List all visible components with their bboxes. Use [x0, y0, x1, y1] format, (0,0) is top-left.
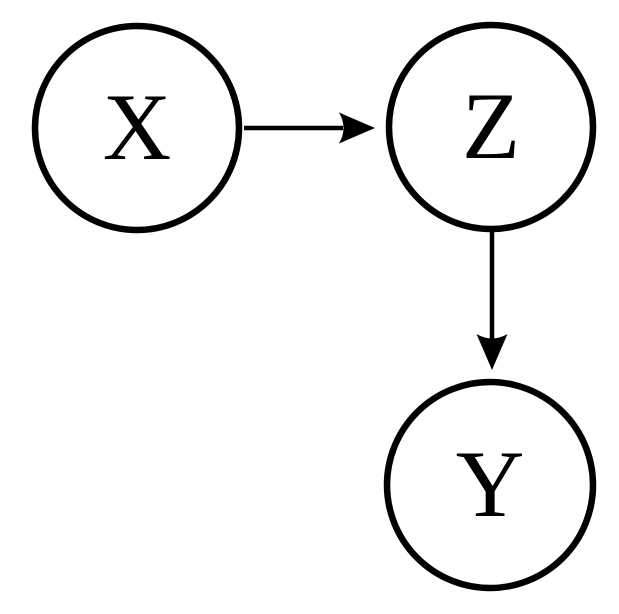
node-z: Z [385, 21, 597, 233]
edge-z-to-y [476, 231, 508, 370]
node-y-circle [383, 378, 597, 592]
node-y-label: Y [456, 431, 525, 537]
edge-z-y-arrowhead-icon [476, 334, 508, 370]
node-y: Y [383, 378, 597, 592]
node-x-circle [31, 22, 243, 234]
node-x-label: X [103, 74, 172, 180]
edge-x-z-arrowhead-icon [339, 112, 375, 144]
node-x: X [31, 22, 243, 234]
edge-x-to-z [244, 112, 375, 144]
node-z-circle [385, 21, 597, 233]
node-z-label: Z [462, 73, 520, 179]
